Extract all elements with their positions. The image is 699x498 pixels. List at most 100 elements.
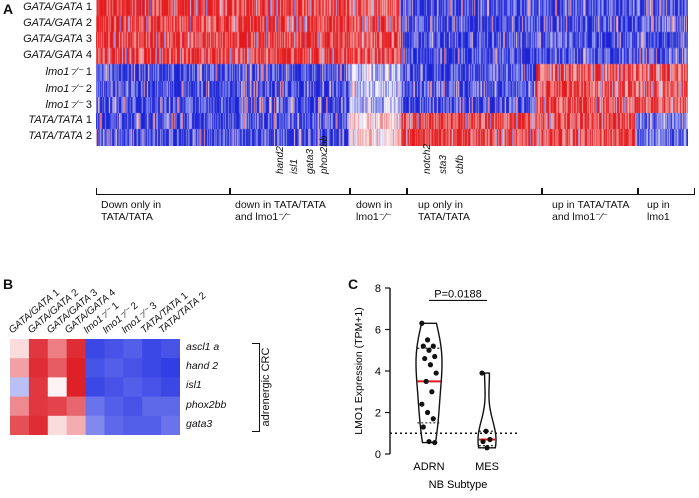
gene-label: gata3	[305, 148, 316, 174]
cluster-label-line1: up in	[647, 199, 670, 211]
y-axis-label: LMO1 Expression (TPM+1)	[353, 307, 365, 435]
gene-label: notch2	[422, 143, 433, 174]
data-point	[426, 438, 432, 445]
panel-a-heatmap	[96, 0, 688, 146]
heatmap-cell	[47, 377, 68, 398]
row-label-number: 2	[82, 17, 92, 30]
gene-label: sta3	[438, 155, 449, 174]
data-point	[480, 438, 486, 445]
panel-c-letter: C	[348, 276, 359, 292]
heatmap-cell	[10, 339, 30, 359]
row-label-name: lmo1⁻⁄⁻	[45, 82, 83, 95]
heatmap-cell	[123, 377, 143, 398]
row-label: TATA/TATA 1	[2, 114, 92, 126]
heatmap-cell	[85, 396, 105, 417]
heatmap-cell	[123, 415, 143, 435]
panel-a-letter: A	[3, 1, 14, 17]
data-point	[430, 416, 436, 422]
data-point	[423, 378, 429, 384]
data-point	[487, 436, 493, 443]
row-label: lmo1⁻⁄⁻ 3	[2, 98, 92, 111]
data-point	[484, 445, 490, 451]
gene-label: cbfb	[455, 155, 466, 174]
panel-b-heatmap	[10, 339, 180, 435]
data-point	[419, 320, 425, 326]
row-label-name: GATA/GATA	[23, 33, 83, 46]
heatmap-cell	[28, 377, 49, 398]
row-label-name: lmo1⁻⁄⁻	[45, 98, 83, 111]
row-label-number: 1	[82, 1, 92, 13]
heatmap-cell	[161, 358, 180, 378]
data-point	[419, 401, 425, 407]
heatmap-cell	[28, 358, 49, 378]
cluster-bracket	[542, 188, 638, 195]
data-point	[422, 355, 428, 362]
gene-label: hand2	[275, 146, 286, 174]
heatmap-cell	[66, 396, 87, 417]
cluster-label-line1: down in TATA/TATA	[235, 199, 326, 211]
cluster-bracket	[350, 188, 407, 195]
heatmap-cell	[104, 396, 124, 417]
x-tick-label: ADRN	[413, 461, 444, 473]
heatmap-cell	[161, 339, 180, 359]
heatmap-cell	[123, 396, 143, 417]
data-point	[430, 343, 436, 349]
row-label-number: 3	[82, 98, 92, 111]
heatmap-cell	[142, 358, 162, 378]
data-point	[429, 389, 435, 395]
row-label-name: TATA/TATA	[28, 129, 83, 142]
row-label-name: lmo1⁻⁄⁻	[45, 66, 83, 79]
panel-b-bracket	[252, 343, 260, 432]
row-label: GATA/GATA 3	[2, 33, 92, 45]
heatmap-cell	[142, 377, 162, 398]
heatmap-cell	[28, 415, 49, 435]
cluster-label-line1: up only in	[418, 199, 463, 211]
row-label-number: 1	[82, 113, 92, 126]
cluster-bracket	[96, 188, 230, 195]
heatmap-cell	[85, 358, 105, 378]
crc-gene-label: isl1	[186, 379, 202, 392]
heatmap-cell	[142, 396, 162, 417]
data-point	[420, 343, 426, 349]
heatmap-cell	[10, 396, 30, 417]
heatmap-cell	[66, 415, 87, 435]
heatmap-cell	[66, 358, 87, 378]
heatmap-cell	[161, 377, 180, 398]
crc-gene-label: phox2bb	[186, 398, 227, 411]
cluster-bracket	[407, 188, 542, 195]
row-label-name: GATA/GATA	[23, 17, 83, 30]
crc-gene-label: gata3	[186, 417, 213, 430]
cluster-label-line2: lmo1	[647, 211, 670, 223]
row-label-number: 4	[82, 49, 92, 62]
y-tick-label: 0	[375, 449, 381, 461]
cluster-bracket	[638, 188, 695, 195]
cluster-label-line2: and lmo1⁻⁄⁻	[235, 211, 292, 223]
heatmap-cell	[142, 415, 162, 435]
heatmap-cell	[47, 339, 68, 359]
cluster-bracket	[230, 188, 350, 195]
cluster-label-line2: TATA/TATA	[418, 211, 470, 223]
row-label-number: 2	[82, 82, 92, 95]
heatmap-cell	[10, 358, 30, 378]
p-value: P=0.0188	[434, 288, 481, 300]
x-tick-label: MES	[475, 461, 499, 473]
crc-gene-label: ascl1 a	[186, 341, 220, 353]
heatmap-cell	[47, 358, 68, 378]
data-point	[420, 424, 426, 430]
heatmap-cell	[104, 377, 124, 398]
heatmap-cell	[104, 415, 124, 435]
data-point	[432, 439, 438, 446]
heatmap-cell	[104, 339, 124, 359]
y-tick-label: 4	[375, 366, 381, 378]
row-label-name: GATA/GATA	[23, 1, 83, 13]
cluster-label-line2: TATA/TATA	[101, 211, 153, 223]
heatmap-cell	[142, 339, 162, 359]
heatmap-cell	[66, 377, 87, 398]
heatmap-cell	[47, 396, 68, 417]
gene-label: phox2bb	[319, 135, 330, 174]
data-point	[483, 428, 489, 434]
data-point	[424, 337, 431, 343]
